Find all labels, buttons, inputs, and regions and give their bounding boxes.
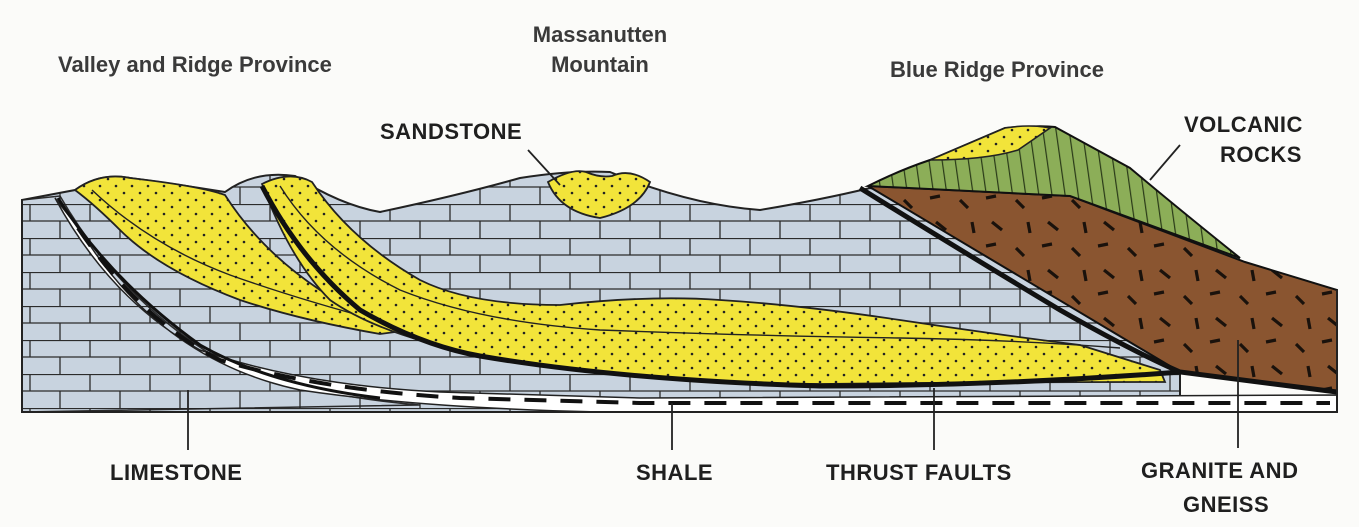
granite-label-line2: GNEISS (1183, 492, 1269, 517)
massanutten-title-line2: Mountain (551, 52, 649, 77)
volcanic-leader (1150, 145, 1180, 180)
volcanic-label-line1: VOLCANIC (1184, 112, 1303, 137)
volcanic-label-line2: ROCKS (1220, 142, 1302, 167)
massanutten-title-line1: Massanutten (533, 22, 667, 47)
sandstone-label: SANDSTONE (380, 119, 522, 144)
limestone-label: LIMESTONE (110, 460, 242, 485)
valley-ridge-title: Valley and Ridge Province (58, 52, 332, 77)
shale-label: SHALE (636, 460, 713, 485)
blue-ridge-title: Blue Ridge Province (890, 57, 1104, 82)
granite-label-line1: GRANITE AND (1141, 458, 1298, 483)
thrust-faults-label: THRUST FAULTS (826, 460, 1012, 485)
